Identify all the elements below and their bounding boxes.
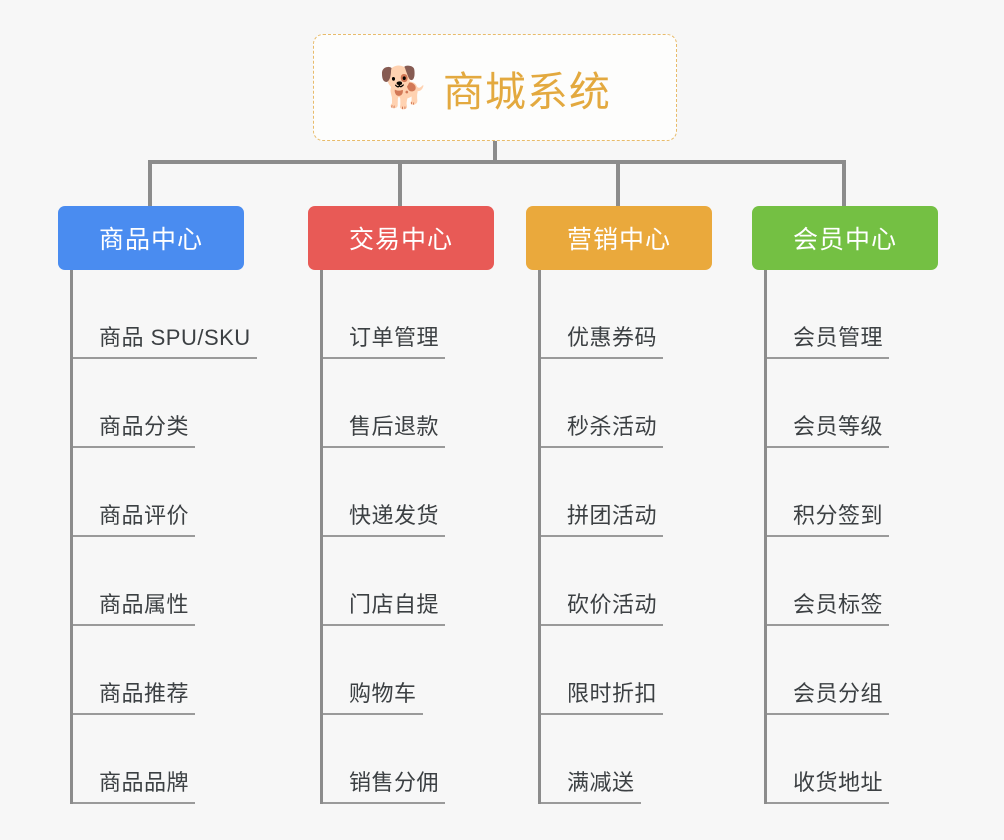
leaf-item[interactable]: 门店自提: [323, 537, 494, 626]
leaf-item[interactable]: 会员管理: [767, 270, 938, 359]
leaf-label: 会员等级: [793, 414, 884, 439]
branch-header-label-2: 交易中心: [348, 226, 453, 254]
leaf-label: 购物车: [349, 681, 417, 706]
branch-header-3[interactable]: 营销中心: [526, 206, 712, 270]
leaf-label: 商品品牌: [99, 770, 190, 795]
connector-bus: [148, 160, 846, 164]
leaf-label: 售后退款: [349, 414, 440, 439]
leaf-item[interactable]: 秒杀活动: [541, 359, 712, 448]
branch-spine-1: 商品 SPU/SKU 商品分类 商品评价 商品属性 商品推荐 商品品牌: [70, 270, 257, 804]
branch-header-label-3: 营销中心: [566, 226, 671, 254]
branch-column-1: 商品中心 商品 SPU/SKU 商品分类 商品评价 商品属性 商品推荐 商品品牌: [58, 206, 257, 804]
leaf-label: 会员分组: [793, 681, 884, 706]
leaf-label: 销售分佣: [349, 770, 440, 795]
branch-header-4[interactable]: 会员中心: [752, 206, 938, 270]
branch-header-1[interactable]: 商品中心: [58, 206, 244, 270]
branch-spine-3: 优惠券码 秒杀活动 拼团活动 砍价活动 限时折扣 满减送: [538, 270, 712, 804]
leaf-item[interactable]: 收货地址: [767, 715, 938, 804]
leaf-label: 收货地址: [793, 770, 884, 795]
leaf-item[interactable]: 商品品牌: [73, 715, 244, 804]
leaf-label: 商品分类: [99, 414, 190, 439]
leaf-item[interactable]: 商品分类: [73, 359, 244, 448]
leaf-item[interactable]: 砍价活动: [541, 537, 712, 626]
leaf-item[interactable]: 满减送: [541, 715, 712, 804]
leaf-label: 商品评价: [99, 503, 190, 528]
leaf-label: 商品 SPU/SKU: [99, 325, 251, 350]
leaf-label: 限时折扣: [567, 681, 658, 706]
leaf-item[interactable]: 快递发货: [323, 448, 494, 537]
root-title: 商城系统: [442, 68, 611, 115]
leaf-label: 优惠券码: [567, 325, 658, 350]
connector-drop-3: [616, 160, 620, 208]
leaf-item[interactable]: 商品 SPU/SKU: [73, 270, 257, 359]
leaf-item[interactable]: 商品推荐: [73, 626, 244, 715]
leaf-item[interactable]: 商品评价: [73, 448, 244, 537]
leaf-label: 会员管理: [793, 325, 884, 350]
connector-drop-1: [148, 160, 152, 208]
branch-column-4: 会员中心 会员管理 会员等级 积分签到 会员标签 会员分组 收货地址: [752, 206, 938, 804]
leaf-item[interactable]: 商品属性: [73, 537, 244, 626]
connector-drop-2: [398, 160, 402, 208]
leaf-label: 商品推荐: [99, 681, 190, 706]
leaf-item[interactable]: 销售分佣: [323, 715, 494, 804]
leaf-label: 拼团活动: [567, 503, 658, 528]
branch-spine-2: 订单管理 售后退款 快递发货 门店自提 购物车 销售分佣: [320, 270, 494, 804]
branch-header-2[interactable]: 交易中心: [308, 206, 494, 270]
leaf-label: 砍价活动: [567, 592, 658, 617]
shiba-dog-face-icon: 🐕: [379, 65, 429, 110]
leaf-item[interactable]: 积分签到: [767, 448, 938, 537]
leaf-item[interactable]: 限时折扣: [541, 626, 712, 715]
connector-drop-4: [842, 160, 846, 208]
branch-spine-4: 会员管理 会员等级 积分签到 会员标签 会员分组 收货地址: [764, 270, 938, 804]
leaf-item[interactable]: 会员分组: [767, 626, 938, 715]
branch-header-label-1: 商品中心: [98, 226, 203, 254]
leaf-item[interactable]: 订单管理: [323, 270, 494, 359]
leaf-label: 积分签到: [793, 503, 884, 528]
leaf-label: 满减送: [567, 770, 635, 795]
leaf-item[interactable]: 购物车: [323, 626, 494, 715]
branch-column-2: 交易中心 订单管理 售后退款 快递发货 门店自提 购物车 销售分佣: [308, 206, 494, 804]
leaf-item[interactable]: 会员标签: [767, 537, 938, 626]
leaf-item[interactable]: 售后退款: [323, 359, 494, 448]
leaf-item[interactable]: 会员等级: [767, 359, 938, 448]
leaf-label: 订单管理: [349, 325, 440, 350]
branch-column-3: 营销中心 优惠券码 秒杀活动 拼团活动 砍价活动 限时折扣 满减送: [526, 206, 712, 804]
leaf-item[interactable]: 优惠券码: [541, 270, 712, 359]
root-node[interactable]: 🐕 商城系统: [313, 34, 677, 141]
leaf-label: 秒杀活动: [567, 414, 658, 439]
leaf-label: 会员标签: [793, 592, 884, 617]
leaf-label: 快递发货: [349, 503, 440, 528]
leaf-label: 门店自提: [349, 592, 440, 617]
branch-header-label-4: 会员中心: [792, 226, 897, 254]
leaf-label: 商品属性: [99, 592, 190, 617]
leaf-item[interactable]: 拼团活动: [541, 448, 712, 537]
connector-root-stub: [493, 141, 497, 163]
